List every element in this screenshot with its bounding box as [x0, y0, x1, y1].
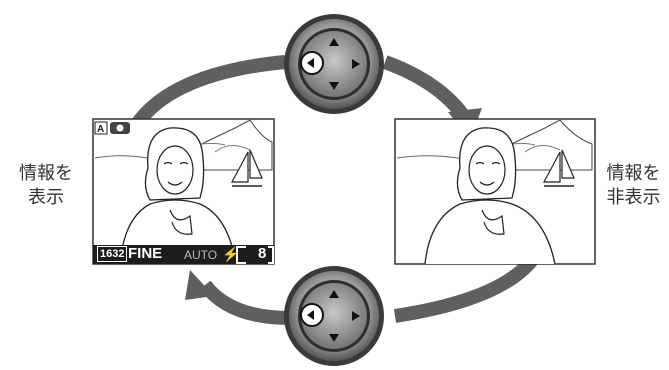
multi-selector-bottom[interactable]: [284, 266, 384, 366]
cycle-arrows: [129, 55, 538, 325]
mode-a-label: A: [97, 124, 105, 135]
screen-info-hidden: [394, 118, 596, 265]
screen-info-shown: [92, 118, 275, 265]
arrow-bottom-right: [393, 255, 538, 323]
label-line-2: 表示: [28, 187, 64, 208]
flash-bolt-icon: ⚡: [222, 246, 240, 262]
multi-selector-top[interactable]: [284, 14, 384, 114]
label-line-1: 情報を: [606, 163, 661, 184]
label-line-2: 非表示: [606, 187, 661, 208]
label-info-hidden: 情報を 非表示: [598, 162, 669, 210]
frames-remaining: 8: [258, 245, 267, 262]
right-arrow-icon: [352, 59, 360, 69]
white-balance: AUTO: [184, 248, 218, 262]
arrowhead-bottom-left: [185, 270, 214, 300]
left-arrow-icon: [307, 310, 314, 320]
arrow-bottom-left: [199, 280, 291, 325]
image-size: 1632: [97, 246, 128, 262]
bracket-right: [268, 246, 274, 264]
arrow-top-left: [129, 55, 286, 131]
mode-a-icon: [94, 121, 108, 135]
up-arrow-icon: [329, 290, 339, 298]
down-arrow-icon: [329, 82, 339, 90]
label-line-1: 情報を: [19, 163, 73, 184]
memory-card-icon: [236, 246, 246, 264]
down-arrow-icon: [329, 334, 339, 342]
image-quality: FINE: [128, 245, 163, 262]
right-arrow-icon: [352, 311, 360, 321]
left-arrow-icon: [307, 58, 314, 68]
arrow-top-right: [382, 55, 471, 123]
label-info-shown: 情報を 表示: [0, 162, 92, 210]
up-arrow-icon: [329, 38, 339, 46]
